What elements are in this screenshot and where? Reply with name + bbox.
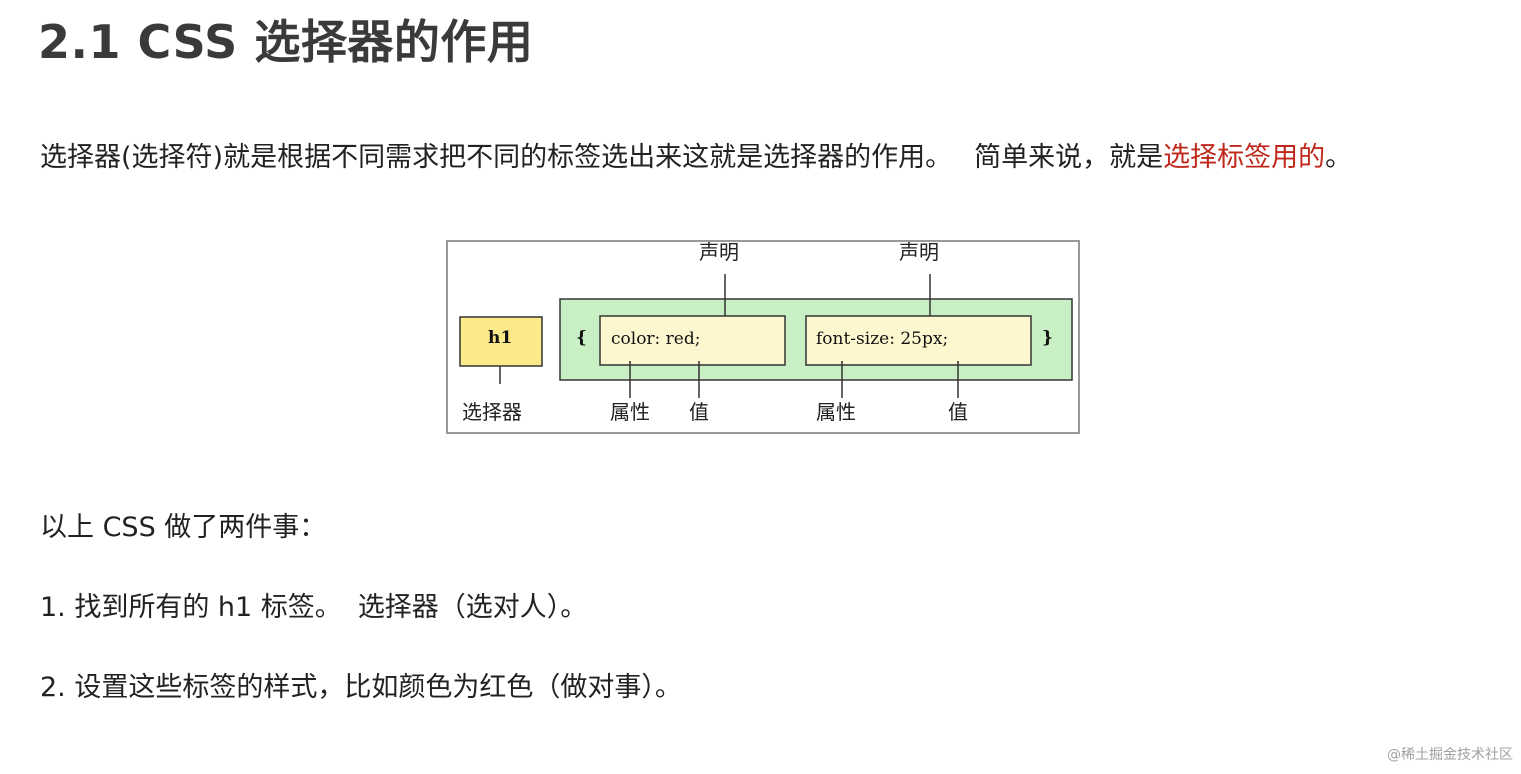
summary-item-2: 2. 设置这些标签的样式，比如颜色为红色（做对事）。 xyxy=(40,672,682,703)
intro-end-text: 。 xyxy=(1325,142,1353,173)
value-label-1: 值 xyxy=(689,400,709,424)
diagram-shapes xyxy=(459,274,1073,398)
css-syntax-diagram: 声明 声明 h1 { } color: red; font-size: 25px… xyxy=(446,240,1080,434)
selector-box xyxy=(459,316,543,367)
close-brace: } xyxy=(1042,328,1053,348)
declaration-code-1: color: red; xyxy=(611,329,701,349)
intro-highlight-text: 选择标签用的 xyxy=(1163,142,1326,173)
declaration-box-1 xyxy=(599,315,786,366)
intro-paragraph: 选择器(选择符)就是根据不同需求把不同的标签选出来这就是选择器的作用。简单来说，… xyxy=(40,135,1352,174)
open-brace: { xyxy=(576,328,587,348)
declaration-box-2 xyxy=(805,315,1032,366)
summary-item-1: 1. 找到所有的 h1 标签。选择器（选对人）。 xyxy=(40,585,587,624)
watermark: @稀土掘金技术社区 xyxy=(1387,747,1513,763)
property-label-2: 属性 xyxy=(816,400,856,424)
selector-caption: 选择器 xyxy=(462,400,522,424)
declaration-label-2: 声明 xyxy=(899,240,939,264)
value-label-2: 值 xyxy=(948,400,968,424)
declaration-code-2: font-size: 25px; xyxy=(816,329,949,349)
intro-main-text: 选择器(选择符)就是根据不同需求把不同的标签选出来这就是选择器的作用。 xyxy=(40,142,953,173)
selector-text: h1 xyxy=(488,328,513,348)
summary-item-1-main: 1. 找到所有的 h1 标签。 xyxy=(40,592,342,623)
page-title: 2.1 CSS 选择器的作用 xyxy=(38,15,534,69)
property-label-1: 属性 xyxy=(610,400,650,424)
declaration-label-1: 声明 xyxy=(699,240,739,264)
summary-item-1-note: 选择器（选对人）。 xyxy=(357,592,588,623)
summary-heading: 以上 CSS 做了两件事： xyxy=(40,512,327,543)
intro-prefix-text: 简单来说，就是 xyxy=(974,142,1164,173)
